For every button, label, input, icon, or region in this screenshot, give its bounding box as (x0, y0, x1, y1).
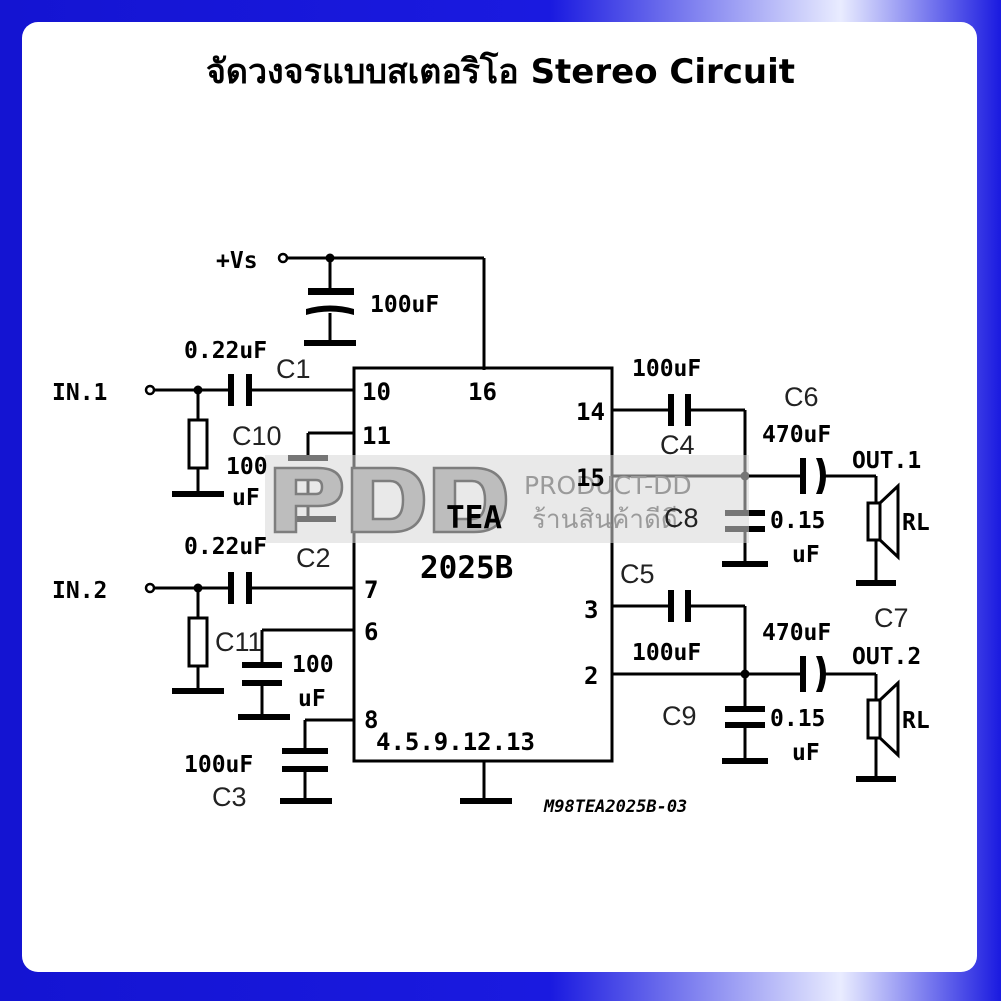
supply-label: +Vs (216, 248, 258, 274)
pin-3: 3 (584, 596, 598, 624)
watermark-brand: PRODUCT-DD (524, 471, 692, 500)
c1-value: 0.22uF (184, 338, 267, 364)
c3-value: 100uF (184, 752, 253, 778)
c9-value-number: 0.15 (770, 706, 825, 732)
labels: +Vs 100uF IN.1 IN.2 0.22uF C1 C10 100 uF… (52, 248, 930, 817)
c7-capacitor (800, 656, 806, 692)
page-title: จัดวงจรแบบสเตอริโอ Stereo Circuit (205, 52, 796, 92)
resistors (187, 418, 209, 668)
c5-capacitor (668, 590, 674, 622)
ground-pins: 4.5.9.12.13 (376, 728, 535, 756)
watermark: PRODUCT-DD ร้านสินค้าดีดี (265, 455, 749, 543)
in2-terminal (144, 582, 156, 594)
in2-resistor (187, 616, 209, 668)
pin-16: 16 (468, 378, 497, 406)
pin-10: 10 (362, 378, 391, 406)
ic-body (352, 366, 614, 763)
c4-value: 100uF (632, 356, 701, 382)
c8-value-number: 0.15 (770, 508, 825, 534)
input-1-label: IN.1 (52, 380, 107, 406)
terminals (144, 252, 289, 594)
c10-ref: C10 (232, 421, 282, 451)
pin-6: 6 (364, 618, 378, 646)
c8-value-unit: uF (792, 542, 820, 568)
speaker-icon (866, 679, 900, 759)
c6-capacitor (800, 458, 806, 494)
c7-ref: C7 (874, 603, 909, 633)
watermark-logo (273, 466, 508, 534)
c3-capacitor (282, 748, 328, 754)
c6-value: 470uF (762, 422, 831, 448)
c2-capacitor (228, 572, 234, 604)
supply-cap-value: 100uF (370, 292, 439, 318)
pin-14: 14 (576, 398, 605, 426)
c5-value: 100uF (632, 640, 701, 666)
pin-11: 11 (362, 422, 391, 450)
pin-7: 7 (364, 576, 378, 604)
chip-name-line2: 2025B (420, 550, 513, 586)
output-2-label: OUT.2 (852, 644, 921, 670)
vs-terminal (277, 252, 289, 264)
in1-terminal (144, 384, 156, 396)
load-2-label: RL (902, 708, 930, 734)
c11-ref: C11 (215, 627, 263, 657)
output-1-label: OUT.1 (852, 448, 921, 474)
pin-2: 2 (584, 662, 598, 690)
in1-resistor (187, 418, 209, 470)
chip-name-line1: TEA (446, 500, 502, 536)
c5-ref: C5 (620, 559, 655, 589)
speakers (866, 482, 900, 759)
c2-value: 0.22uF (184, 534, 267, 560)
speaker-icon (866, 482, 900, 561)
watermark-tagline: ร้านสินค้าดีดี (532, 505, 678, 535)
c11-value-unit: uF (298, 686, 326, 712)
supply-cap (308, 288, 354, 295)
c9-capacitor (725, 706, 765, 712)
c11-value-number: 100 (292, 652, 334, 678)
pin-15: 15 (576, 464, 605, 492)
c3-ref: C3 (212, 782, 247, 812)
c4-capacitor (668, 394, 674, 426)
c7-value: 470uF (762, 620, 831, 646)
c9-ref: C9 (662, 701, 697, 731)
drawing-code: M98TEA2025B-03 (543, 797, 687, 817)
pin-8: 8 (364, 706, 378, 734)
c4-ref: C4 (660, 430, 695, 460)
input-2-label: IN.2 (52, 578, 107, 604)
c11-capacitor (242, 662, 282, 668)
c6-ref: C6 (784, 382, 819, 412)
c9-value-unit: uF (792, 740, 820, 766)
c2-ref: C2 (296, 543, 331, 573)
c1-capacitor (228, 374, 234, 406)
load-1-label: RL (902, 510, 930, 536)
c10-value-unit: uF (232, 485, 260, 511)
c10-value-number: 100 (226, 454, 268, 480)
c8-ref: C8 (664, 503, 699, 533)
c1-ref: C1 (276, 354, 311, 384)
